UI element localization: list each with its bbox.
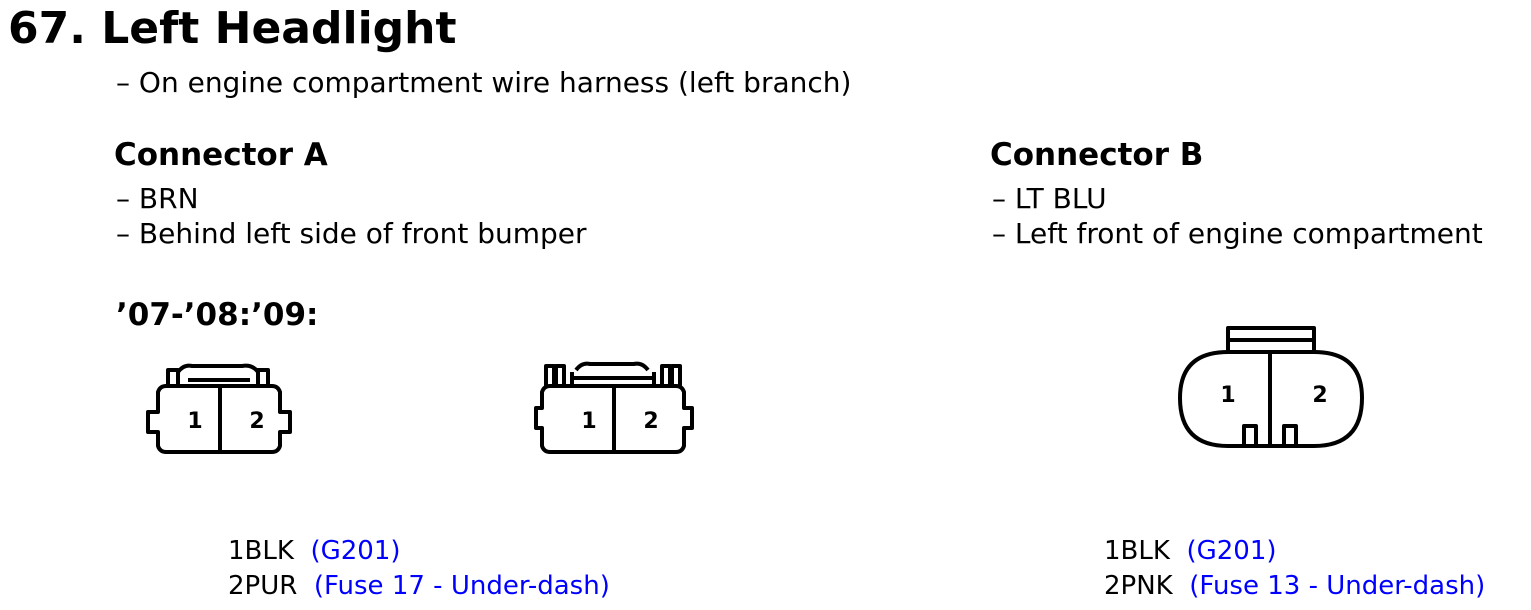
cavity-label-1: 1 <box>187 409 202 434</box>
page-title: 67. Left Headlight <box>8 3 457 54</box>
connector-a-heading: Connector A <box>114 137 328 173</box>
cavity-label-1: 1 <box>1220 383 1235 408</box>
connector-a-pin-1: 1BLK (G201) <box>228 536 401 566</box>
pin-reference-link: (Fuse 17 - Under-dash) <box>313 571 610 601</box>
connector-a-diagram-2: 1 2 <box>534 361 694 454</box>
pin-reference-link: (G201) <box>310 536 401 566</box>
cavity-label-1: 1 <box>581 409 596 434</box>
connector-b-pin-1: 1BLK (G201) <box>1104 536 1277 566</box>
connector-a-years: ’07-’08:’09: <box>116 297 319 333</box>
connector-b-pin-2: 2PNK (Fuse 13 - Under-dash) <box>1104 571 1486 601</box>
cavity-label-2: 2 <box>249 409 264 434</box>
connector-a-location: – Behind left side of front bumper <box>116 217 587 250</box>
pin-reference-link: (Fuse 13 - Under-dash) <box>1189 571 1486 601</box>
connector-a-color: – BRN <box>116 182 199 215</box>
connector-b-diagram: 1 2 <box>1178 326 1364 448</box>
pin-reference-link: (G201) <box>1186 536 1277 566</box>
connector-b-location: – Left front of engine compartment <box>992 217 1483 250</box>
connector-b-heading: Connector B <box>990 137 1204 173</box>
location-text: – On engine compartment wire harness (le… <box>116 66 852 99</box>
connector-a-pin-2: 2PUR (Fuse 17 - Under-dash) <box>228 571 610 601</box>
cavity-label-2: 2 <box>1312 383 1327 408</box>
cavity-label-2: 2 <box>643 409 658 434</box>
connector-b-color: – LT BLU <box>992 182 1107 215</box>
connector-a-diagram-1: 1 2 <box>146 363 292 454</box>
